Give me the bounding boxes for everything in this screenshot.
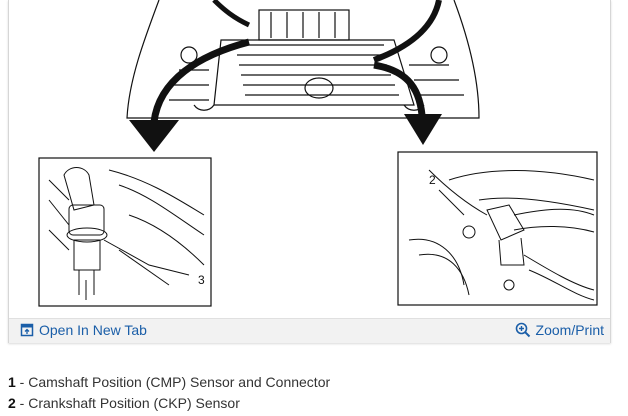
- inset-right: 2: [397, 151, 598, 306]
- legend-text: - Camshaft Position (CMP) Sensor and Con…: [15, 374, 331, 390]
- zoom-print-link[interactable]: Zoom/Print: [515, 322, 604, 338]
- open-in-new-tab-label: Open In New Tab: [39, 322, 147, 338]
- legend-number: 2: [8, 395, 16, 411]
- legend-item: 1 - Camshaft Position (CMP) Sensor and C…: [8, 372, 618, 393]
- callout-3-label: 3: [198, 273, 205, 287]
- inset-left: 3: [38, 157, 212, 307]
- zoom-in-icon: [515, 322, 530, 338]
- legend-text: - Crankshaft Position (CKP) Sensor: [15, 395, 240, 411]
- callout-arrows: [129, 0, 442, 152]
- engine-sensor-diagram: 3 2: [38, 0, 598, 307]
- legend-number: 1: [8, 374, 16, 390]
- legend-item: 2 - Crankshaft Position (CKP) Sensor: [8, 393, 618, 414]
- figure-card: 3 2: [8, 0, 611, 343]
- legend-list: 1 - Camshaft Position (CMP) Sensor and C…: [8, 372, 618, 414]
- open-in-new-tab-link[interactable]: Open In New Tab: [20, 322, 147, 338]
- open-in-new-tab-icon: [20, 323, 34, 337]
- engine-compartment: [126, 0, 480, 119]
- callout-2-label: 2: [429, 173, 436, 187]
- figure-toolbar: Open In New Tab Zoom/Print: [9, 318, 610, 343]
- zoom-print-label: Zoom/Print: [535, 322, 604, 338]
